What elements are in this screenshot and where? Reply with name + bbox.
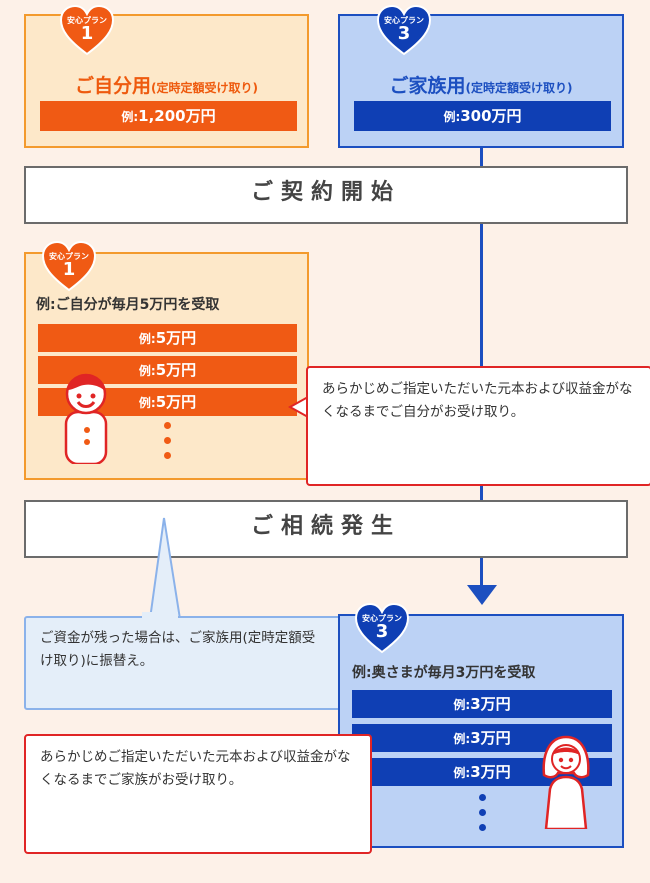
heart-badge-icon: 安心プラン 3 bbox=[353, 602, 411, 654]
woman-icon bbox=[542, 735, 590, 829]
heart-badge-icon: 安心プラン 3 bbox=[375, 4, 433, 56]
phase-family-caption: 例:奥さまが毎月3万円を受取 bbox=[352, 665, 536, 681]
note-transfer: ご資金が残った場合は、ご家族用(定時定額受け取り)に振替え。 bbox=[24, 616, 342, 710]
phase-self-caption: 例:ご自分が毎月5万円を受取 bbox=[36, 297, 220, 313]
continuation-dot bbox=[164, 437, 171, 444]
payment-bar: 例:3万円 bbox=[352, 690, 612, 718]
plan-title-family: ご家族用(定時定額受け取り) bbox=[389, 75, 573, 97]
continuation-dot bbox=[164, 452, 171, 459]
arrow-down-icon bbox=[467, 585, 497, 605]
payment-bar: 例:5万円 bbox=[38, 356, 297, 384]
plan-card-family: ご家族用(定時定額受け取り) 例:300万円 bbox=[338, 14, 624, 148]
man-icon bbox=[64, 373, 108, 464]
note-pointer bbox=[148, 517, 182, 620]
plan-title-self: ご自分用(定時定額受け取り) bbox=[75, 75, 258, 97]
heart-badge-icon: 安心プラン 1 bbox=[40, 240, 98, 292]
example-amount-self: 例:1,200万円 bbox=[40, 101, 297, 131]
example-amount-family: 例:300万円 bbox=[354, 101, 611, 131]
plan-card-self: ご自分用(定時定額受け取り) 例:1,200万円 bbox=[24, 14, 309, 148]
banner-contract-start: ご契約開始 bbox=[24, 166, 628, 224]
continuation-dot bbox=[479, 809, 486, 816]
pointer-join bbox=[142, 612, 178, 620]
bubble-self-receive: あらかじめご指定いただいた元本および収益金がなくなるまでご自分がお受け取り。 bbox=[306, 366, 650, 486]
continuation-dot bbox=[479, 824, 486, 831]
continuation-dot bbox=[164, 422, 171, 429]
banner-inheritance: ご相続発生 bbox=[24, 500, 628, 558]
bubble-pointer bbox=[288, 396, 308, 418]
bubble-family-receive: あらかじめご指定いただいた元本および収益金がなくなるまでご家族がお受け取り。 bbox=[24, 734, 372, 854]
payment-bar: 例:5万円 bbox=[38, 324, 297, 352]
heart-badge-icon: 安心プラン 1 bbox=[58, 4, 116, 56]
continuation-dot bbox=[479, 794, 486, 801]
